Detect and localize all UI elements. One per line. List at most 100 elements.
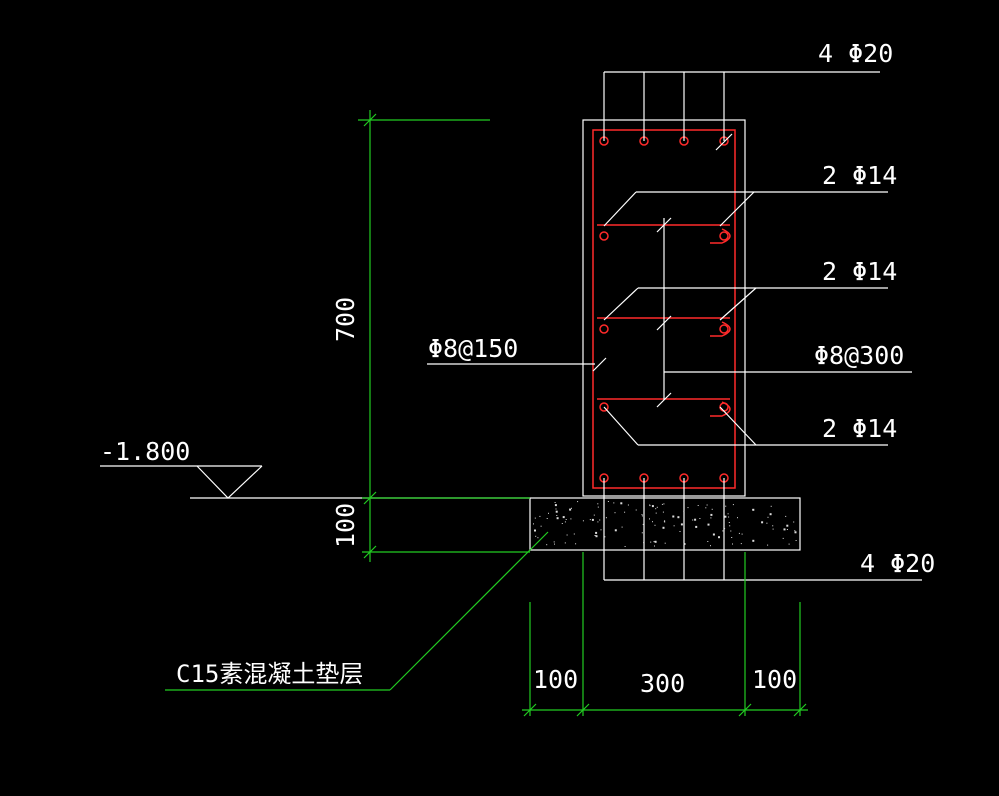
rebar-dot [719,324,729,334]
hatch-dot [591,518,594,521]
hatch-dot [761,521,764,524]
hatch-dot [546,544,548,546]
hatch-dot [624,511,626,513]
hatch-dot [564,542,566,544]
beam-outline [582,119,746,497]
hatch-dot [767,516,769,518]
hatch-dot [642,523,644,525]
hatch-dot [725,505,727,507]
hatch-dot [571,507,572,509]
hatch-dot [534,517,536,519]
tie-hook-1 [710,228,731,244]
hatch-dot [621,526,623,528]
hatch-dot [569,508,572,511]
hatch-dot [740,543,742,545]
hatch-dot [785,515,787,517]
hatch-dot [786,524,789,527]
hatch-dot [766,522,768,524]
bottom-bars-label: 4 Φ20 [860,549,935,578]
hatch-dot [595,531,598,534]
hatch-dot [654,540,657,543]
hatch-dot [662,511,664,513]
hatch-dot [635,509,637,511]
hatch-dot [661,503,663,505]
hatch-dot [555,510,558,513]
hatch-dot [710,545,711,547]
elevation-marker [100,465,530,499]
hatch-dot [548,512,549,514]
rebar-dot [719,231,729,241]
hatch-dot [728,516,730,518]
hatch-dot [769,513,772,516]
hatch-dot [649,518,650,520]
hatch-dot [641,515,643,517]
beam-width-dim: 300 [640,669,685,698]
top-rebar-group [599,136,729,146]
hatch-dot [697,505,699,506]
rebar-dot [599,231,609,241]
hatch-dot [564,521,566,523]
hatch-dot [695,525,698,528]
hatch-dot [772,525,774,527]
hatch-dot [597,506,599,508]
hatch-dot [679,531,681,532]
hatch-dot [593,514,595,516]
stirrup-label: Φ8@150 [428,334,518,363]
hatch-dot [565,519,567,520]
hatch-dot [641,514,643,516]
hatch-dot [595,535,598,538]
hatch-dot [600,529,602,531]
hatch-dot [649,505,651,507]
hatch-dot [710,513,713,516]
hatch-dot [692,519,694,521]
hatch-dot [707,541,709,542]
hatch-dot [614,529,617,532]
hatch-dot [662,526,665,529]
hatch-dot [706,504,708,506]
hatch-dot [724,515,727,518]
hatch-dot [732,504,734,506]
hatch-dot [533,523,534,525]
hatch-dot [712,533,715,536]
hatch-dot [570,518,572,520]
bottom-bars-leader [603,478,922,581]
hatch-dot [604,536,606,538]
hatch-dot [724,528,726,530]
hatch-dot [554,543,555,545]
hatch-dot [605,517,607,519]
hatch-dot [641,532,643,534]
hatch-dot [788,543,790,545]
rebar-dot [599,324,609,334]
hatch-dot [664,520,666,522]
top-bars-label: 4 Φ20 [818,39,893,68]
hatch-dot [705,507,707,509]
hatch-dot [573,533,575,535]
hatch-dot [783,528,786,531]
bottom-rebar-group [599,473,729,483]
hatch-dot [554,502,556,503]
hatch-dot [655,508,657,510]
hatch-dot [699,518,701,519]
hatch-dot [729,525,731,527]
hatch-dot [710,517,712,519]
hatch-dot [707,523,710,526]
hatch-dot [794,530,796,532]
hatch-dot [687,507,689,509]
cushion-leader [165,531,549,691]
hatch-dot [782,537,784,539]
hatch-dot [554,504,557,507]
stirrup-leader [427,357,607,372]
stirrup-rebar [592,129,736,489]
beam-height-dim: 700 [331,297,360,342]
hatch-dot [627,504,629,506]
hatch-dot [553,541,555,543]
hatch-dot [599,519,601,521]
hatch-dot [597,503,599,505]
side-bars-label-3: 2 Φ14 [822,414,897,443]
hatch-dot [653,541,655,543]
hatch-dot [594,535,596,536]
hatch-dot [534,529,536,532]
hatch-dot [654,545,655,547]
hatch-dot [597,521,599,523]
